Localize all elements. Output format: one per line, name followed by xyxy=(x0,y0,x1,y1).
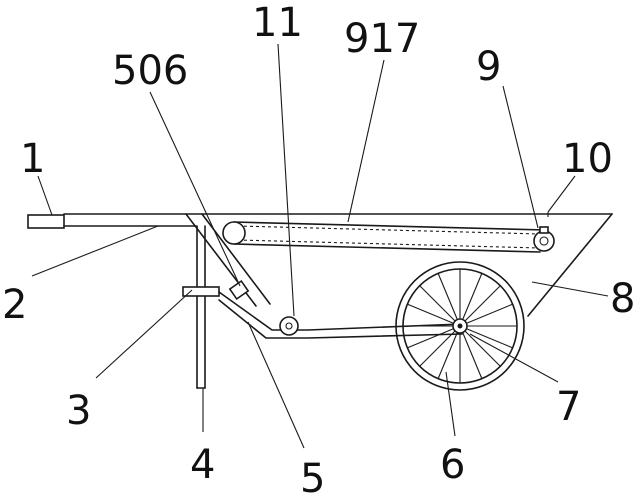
label-6: 6 xyxy=(440,442,465,488)
pivot-joint xyxy=(279,316,299,336)
label-1: 1 xyxy=(20,136,45,182)
frame-top-bar xyxy=(63,213,613,227)
label-9: 9 xyxy=(476,44,501,90)
leg-bracket xyxy=(182,286,220,297)
leader-lines xyxy=(31,43,609,449)
label-7: 7 xyxy=(556,384,581,430)
conveyor-belt xyxy=(222,221,555,253)
label-3: 3 xyxy=(66,388,91,434)
label-5: 5 xyxy=(300,456,325,500)
hopper-body xyxy=(527,212,613,317)
support-leg xyxy=(196,225,206,389)
label-506: 506 xyxy=(112,48,188,94)
lower-frame-arm xyxy=(218,291,463,339)
handle-grip xyxy=(27,214,65,229)
label-10: 10 xyxy=(562,136,613,182)
label-11: 11 xyxy=(252,0,303,46)
label-917: 917 xyxy=(344,16,420,62)
label-8: 8 xyxy=(610,276,635,322)
label-4: 4 xyxy=(190,442,215,488)
label-2: 2 xyxy=(2,282,27,328)
wheel-hub xyxy=(452,318,468,334)
